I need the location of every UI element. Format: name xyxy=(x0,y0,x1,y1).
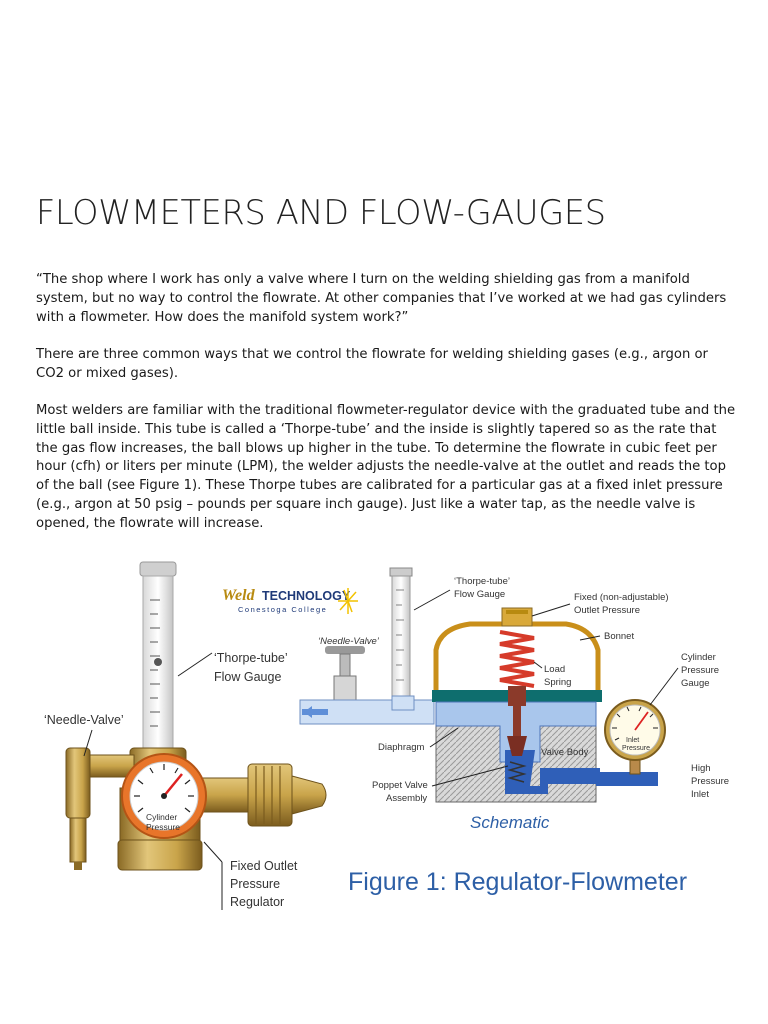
schem-valve-body-label: Valve Body xyxy=(541,747,589,758)
schem-load-label-2: Spring xyxy=(544,677,571,688)
photo-thorpe-label-2: Flow Gauge xyxy=(214,670,281,684)
weld-technology-logo: Weld TECHNOLOGY Conestoga College xyxy=(222,587,358,614)
inlet-pressure-label-1: Inlet xyxy=(626,737,639,744)
page-title: FLOWMETERS AND FLOW-GAUGES xyxy=(36,193,606,232)
schem-high-label-3: Inlet xyxy=(691,789,709,800)
photo-fixed-label-1: Fixed Outlet xyxy=(230,859,298,873)
paragraph-flowmeter: Most welders are familiar with the tradi… xyxy=(36,403,736,531)
paragraph-intro: There are three common ways that we cont… xyxy=(36,347,708,381)
schem-poppet-label-2: Assembly xyxy=(386,793,427,804)
schem-load-label-1: Load xyxy=(544,664,565,675)
logo-subtitle: Conestoga College xyxy=(238,605,327,614)
photo-thorpe-label-1: ‘Thorpe-tube’ xyxy=(214,651,288,665)
schem-cyl-label-2: Pressure xyxy=(681,665,719,676)
paragraph-quote: “The shop where I work has only a valve … xyxy=(36,272,727,325)
schem-fixed-label-1: Fixed (non-adjustable) xyxy=(574,592,669,603)
inlet-pressure-label-2: Pressure xyxy=(622,745,650,752)
figure-caption: Figure 1: Regulator-Flowmeter xyxy=(348,868,687,896)
schem-thorpe-label-2: Flow Gauge xyxy=(454,589,505,600)
photo-fixed-label-3: Regulator xyxy=(230,895,284,909)
schem-poppet-label-1: Poppet Valve xyxy=(372,780,428,791)
schem-diaphragm-label: Diaphragm xyxy=(378,742,425,753)
figure-illustration: Cylinder Pressure ‘Thorpe-tube’ Flow Gau… xyxy=(44,561,729,910)
schem-bonnet-label: Bonnet xyxy=(604,631,634,642)
schem-cyl-label-1: Cylinder xyxy=(681,652,716,663)
schem-high-label-1: High xyxy=(691,763,711,774)
photo-needle-valve-label: ‘Needle-Valve’ xyxy=(44,713,124,727)
flowmeter-photo: Cylinder Pressure ‘Thorpe-tube’ Flow Gau… xyxy=(44,561,327,910)
schem-fixed-label-2: Outlet Pressure xyxy=(574,605,640,616)
schematic-title: Schematic xyxy=(470,813,550,832)
schem-cyl-label-3: Gauge xyxy=(681,678,710,689)
logo-star-icon xyxy=(338,588,358,614)
gauge-label-pressure: Pressure xyxy=(146,822,180,832)
logo-brand-rest: TECHNOLOGY xyxy=(262,589,351,603)
photo-fixed-label-2: Pressure xyxy=(230,877,280,891)
regulator-schematic: Inlet Pressure ‘Thorpe-tube’ Flow Gauge … xyxy=(299,567,729,832)
logo-brand: Weld xyxy=(222,587,256,604)
schem-needle-valve-label: ‘Needle-Valve’ xyxy=(318,636,380,647)
schem-thorpe-label-1: ‘Thorpe-tube’ xyxy=(454,576,510,587)
schem-high-label-2: Pressure xyxy=(691,776,729,787)
figure-regulator-flowmeter: Cylinder Pressure ‘Thorpe-tube’ Flow Gau… xyxy=(0,550,768,930)
gauge-label-cylinder: Cylinder xyxy=(146,812,177,822)
